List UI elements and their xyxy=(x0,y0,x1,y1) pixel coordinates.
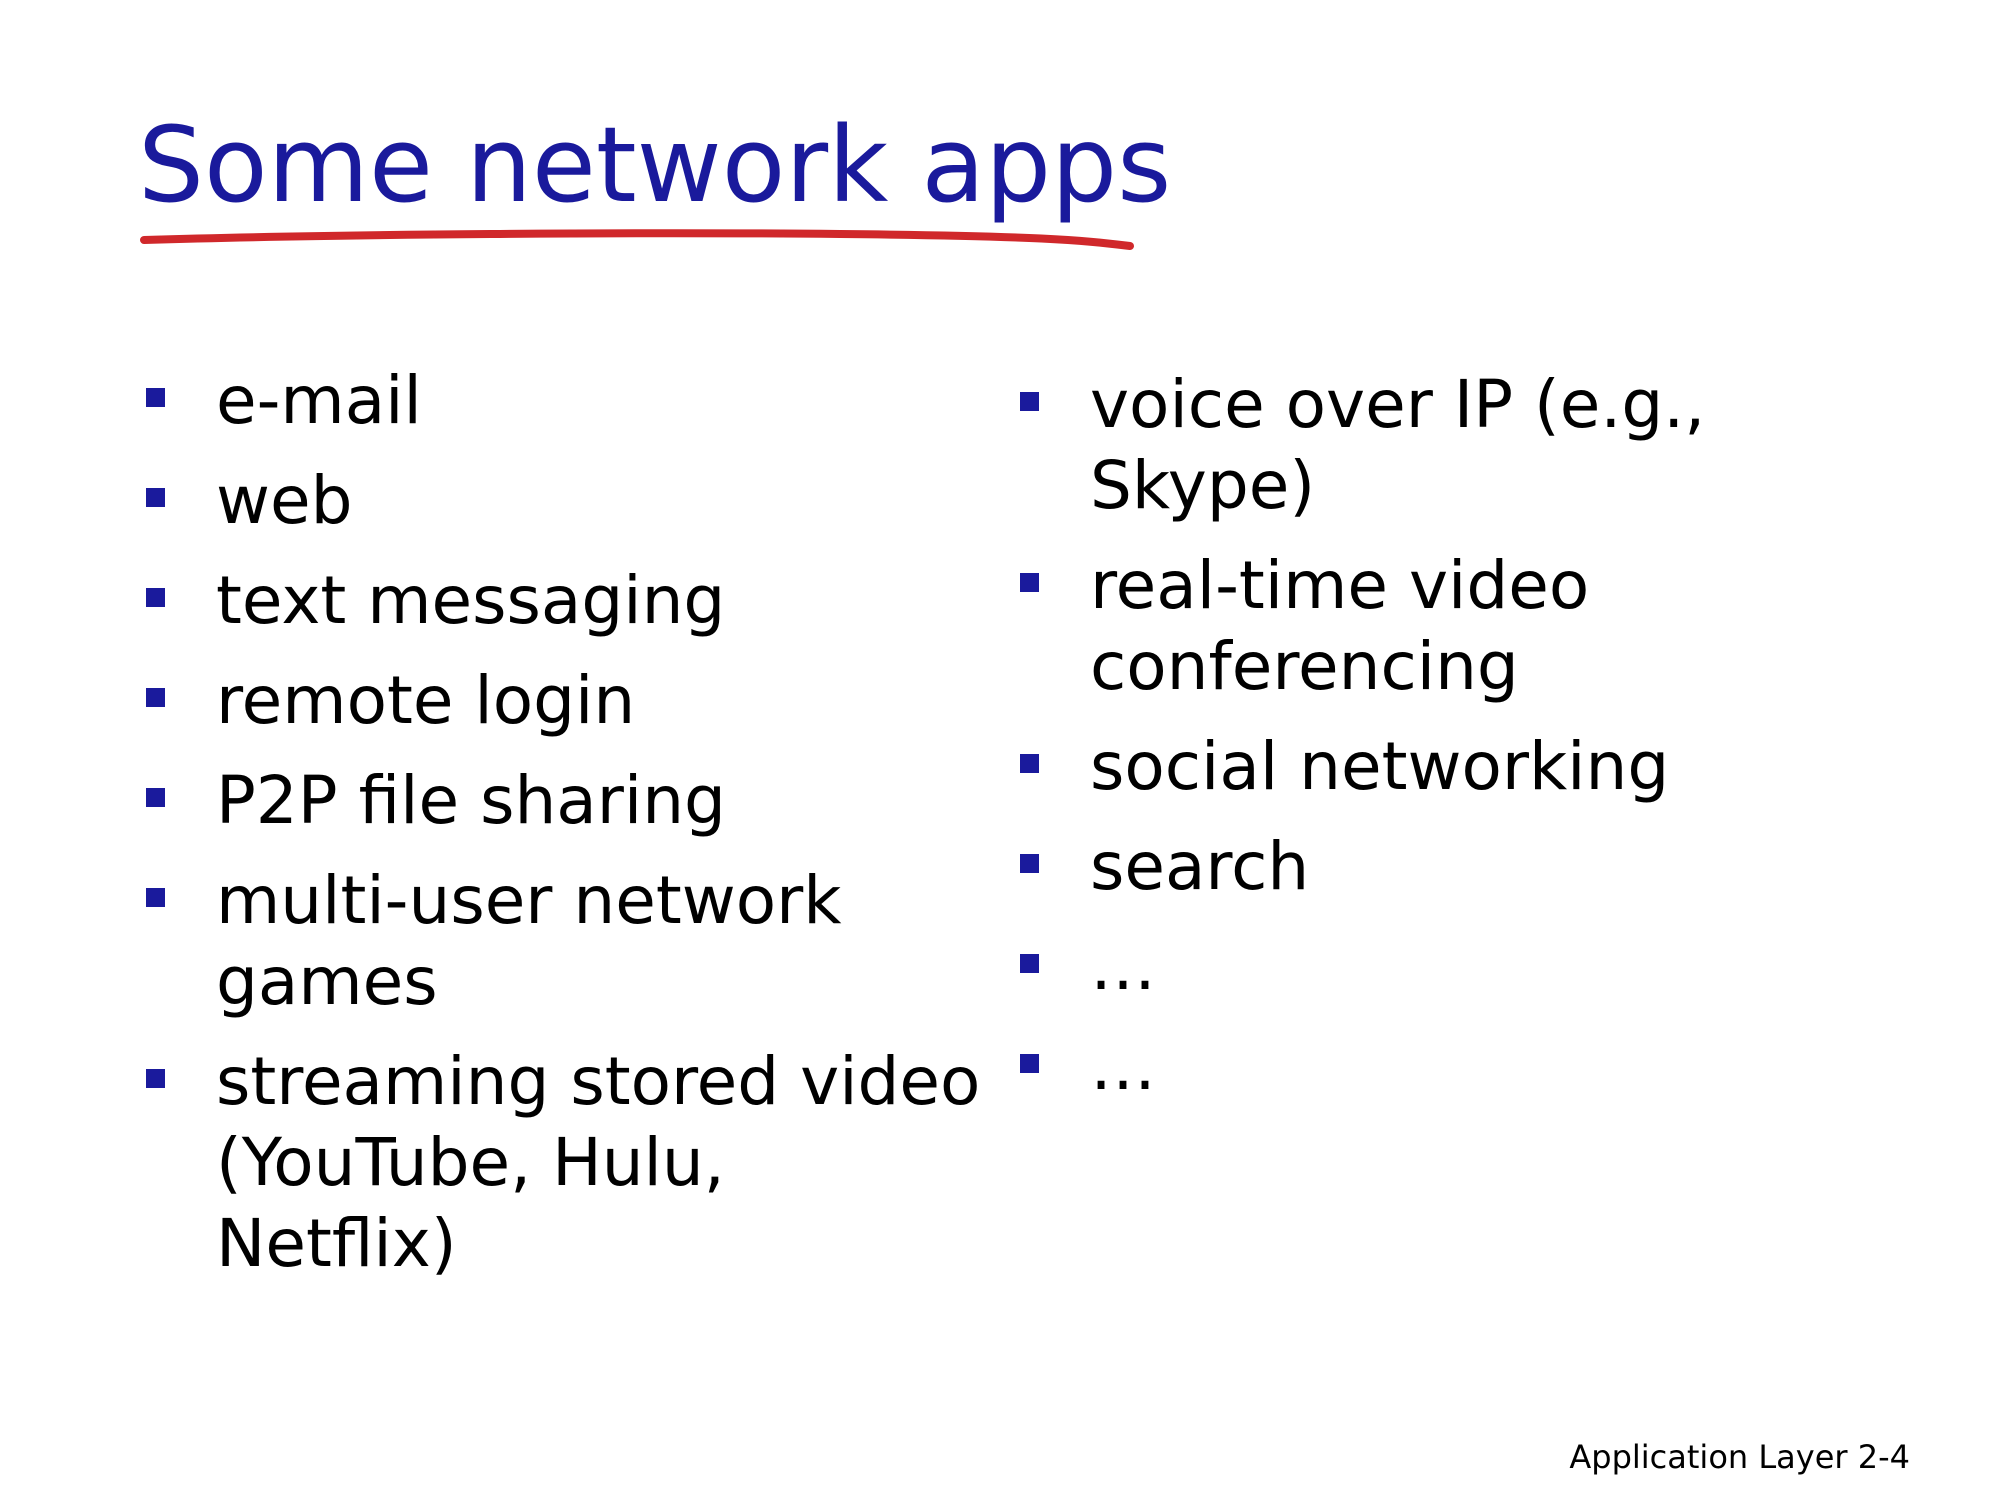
list-item: voice over IP (e.g., Skype) xyxy=(1020,364,1780,526)
list-item-text: remote login xyxy=(216,662,636,739)
list-item: e-mail xyxy=(146,360,986,441)
right-bullet-list: voice over IP (e.g., Skype) real-time vi… xyxy=(1020,364,1780,1126)
list-item-text: P2P file sharing xyxy=(216,762,726,839)
square-bullet-icon xyxy=(146,1069,165,1088)
square-bullet-icon xyxy=(1020,854,1039,873)
list-item-text: … xyxy=(1090,1028,1156,1105)
list-item-text: streaming stored video (YouTube, Hulu, N… xyxy=(216,1043,981,1282)
square-bullet-icon xyxy=(1020,392,1039,411)
square-bullet-icon xyxy=(146,388,165,407)
list-item-text: real-time video conferencing xyxy=(1090,547,1590,705)
list-item: streaming stored video (YouTube, Hulu, N… xyxy=(146,1041,986,1284)
list-item: P2P file sharing xyxy=(146,760,986,841)
list-item: web xyxy=(146,460,986,541)
square-bullet-icon xyxy=(1020,1054,1039,1073)
list-item-text: e-mail xyxy=(216,362,422,439)
left-bullet-list: e-mail web text messaging remote login P… xyxy=(146,360,986,1303)
list-item-text: text messaging xyxy=(216,562,726,639)
list-item-text: web xyxy=(216,462,353,539)
list-item-text: … xyxy=(1090,928,1156,1005)
square-bullet-icon xyxy=(146,788,165,807)
square-bullet-icon xyxy=(146,588,165,607)
list-item: real-time video conferencing xyxy=(1020,545,1780,707)
list-item: multi-user network games xyxy=(146,860,986,1022)
square-bullet-icon xyxy=(1020,754,1039,773)
square-bullet-icon xyxy=(1020,954,1039,973)
list-item-text: search xyxy=(1090,828,1310,905)
list-item: text messaging xyxy=(146,560,986,641)
square-bullet-icon xyxy=(146,488,165,507)
list-item: … xyxy=(1020,1026,1780,1107)
list-item-text: social networking xyxy=(1090,728,1670,805)
slide-title: Some network apps xyxy=(138,104,1172,226)
title-underline xyxy=(140,229,1134,250)
slide-footer: Application Layer 2-4 xyxy=(1569,1438,1910,1476)
list-item: social networking xyxy=(1020,726,1780,807)
list-item-text: multi-user network games xyxy=(216,862,842,1020)
list-item: … xyxy=(1020,926,1780,1007)
square-bullet-icon xyxy=(1020,573,1039,592)
square-bullet-icon xyxy=(146,688,165,707)
list-item: remote login xyxy=(146,660,986,741)
list-item: search xyxy=(1020,826,1780,907)
list-item-text: voice over IP (e.g., Skype) xyxy=(1090,366,1706,524)
square-bullet-icon xyxy=(146,888,165,907)
